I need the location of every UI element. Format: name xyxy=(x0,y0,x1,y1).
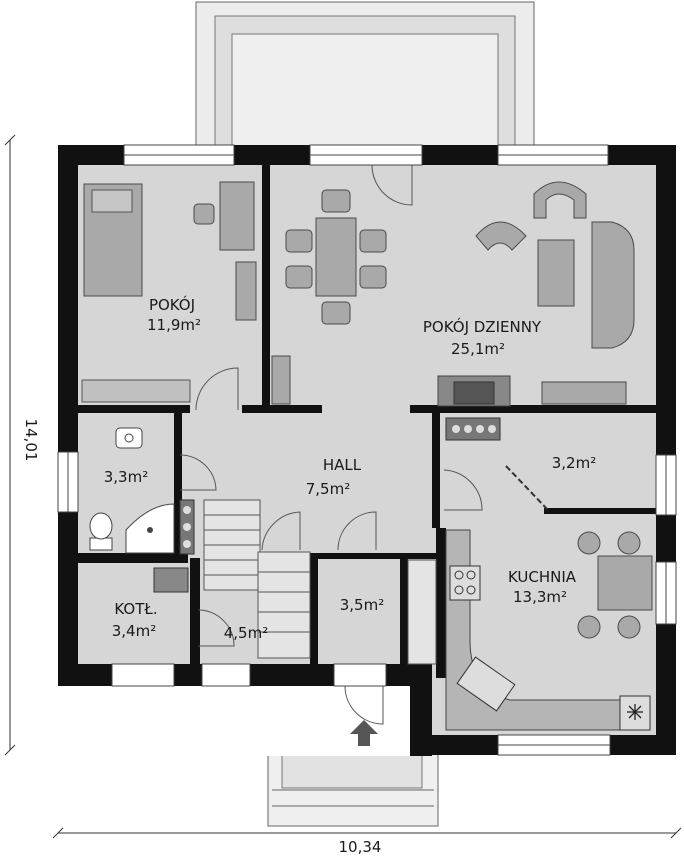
entrance-arrow-icon xyxy=(350,720,378,746)
label-dzienny-area: 25,1m² xyxy=(451,340,505,358)
dimension-lines xyxy=(4,134,682,839)
pantry-shelf xyxy=(445,417,549,511)
room-labels: POKÓJ 11,9m² POKÓJ DZIENNY 25,1m² HALL 7… xyxy=(104,295,596,642)
label-kotl-name: KOTŁ. xyxy=(114,600,157,618)
bedroom-furniture xyxy=(81,181,291,405)
terrace-top xyxy=(195,1,535,153)
windows xyxy=(57,144,677,756)
label-kuchnia-name: KUCHNIA xyxy=(508,568,577,586)
depth-dimension-label: 14,01 xyxy=(22,419,40,462)
width-dimension-label: 10,34 xyxy=(339,838,382,856)
snowflake-icon xyxy=(627,704,643,720)
boiler xyxy=(153,567,189,593)
label-wiatrolap-area: 3,5m² xyxy=(340,596,384,614)
toilet-icon xyxy=(89,512,113,551)
living-furniture xyxy=(437,181,635,407)
stairs xyxy=(203,499,437,665)
dining-set xyxy=(285,189,387,325)
label-dzienny-name: POKÓJ DZIENNY xyxy=(423,317,542,336)
label-lazienka-area: 3,3m² xyxy=(104,468,148,486)
interior-walls xyxy=(78,165,656,678)
label-hall-area: 7,5m² xyxy=(306,480,350,498)
label-hall-name: HALL xyxy=(323,456,362,474)
kitchen-furniture xyxy=(445,529,653,731)
doors xyxy=(179,164,483,725)
bathroom xyxy=(89,427,195,555)
label-schody-area: 4,5m² xyxy=(224,624,268,642)
stove-icon xyxy=(449,565,481,601)
label-kuchnia-area: 13,3m² xyxy=(513,588,567,606)
label-pokoj-area: 11,9m² xyxy=(147,316,201,334)
label-pokoj-name: POKÓJ xyxy=(149,295,195,314)
label-kotl-area: 3,4m² xyxy=(112,622,156,640)
sink-icon xyxy=(115,427,143,449)
label-spizarnia-area: 3,2m² xyxy=(552,454,596,472)
